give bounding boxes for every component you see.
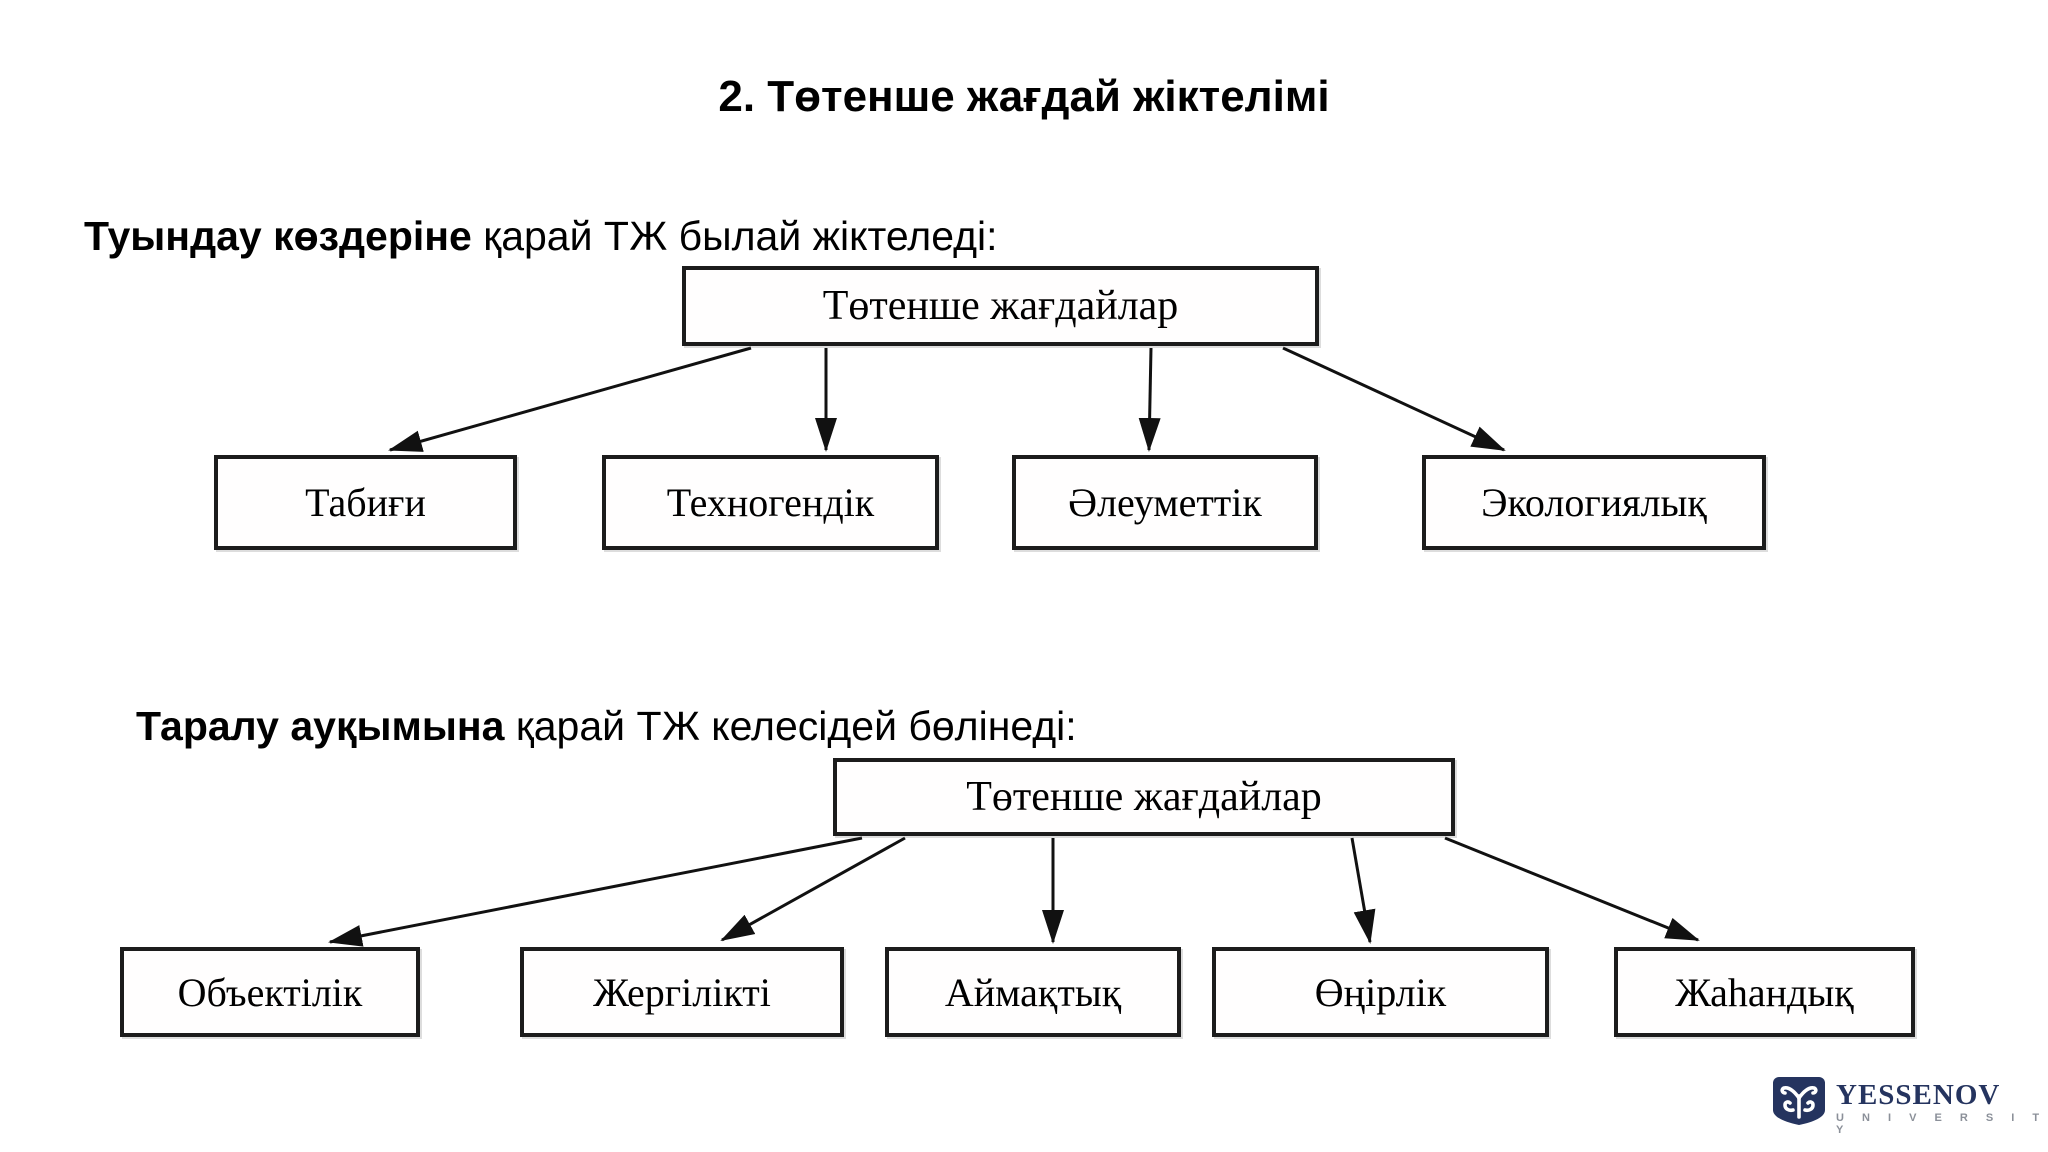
section1-lead: Туындау көздеріне қарай ТЖ былай жіктеле… (84, 213, 998, 260)
diagram2-child-box-obektilik: Объектілік (120, 947, 420, 1037)
arrow-connector-d1-ekologiyalyk (1282, 346, 1506, 452)
arrow-connector-d2-zhahandyk (1444, 836, 1700, 942)
arrow-connector-d2-ongirlik (1350, 837, 1376, 944)
university-logo-text: YESSENOV U N I V E R S I T Y (1836, 1080, 2048, 1136)
arrow-connector-d1-aleumettik (1138, 347, 1161, 452)
page-title: 2. Төтенше жағдай жіктелімі (718, 72, 1330, 121)
diagram2-child-box-zhergilikti: Жергілікті (520, 947, 844, 1037)
diagram1-child-box-ekologiyalyk: Экологиялық (1422, 455, 1766, 550)
university-logo: YESSENOV U N I V E R S I T Y (1772, 1076, 2048, 1136)
university-shield-icon (1772, 1076, 1826, 1131)
university-subtitle: U N I V E R S I T Y (1836, 1112, 2047, 1136)
arrow-connector-d2-obektilik (328, 836, 863, 947)
section1-lead-rest: қарай ТЖ былай жіктеледі: (471, 213, 998, 259)
arrow-connector-d1-tabighi (388, 346, 752, 452)
section2-lead-rest: қарай ТЖ келесідей бөлінеді: (504, 703, 1077, 749)
section2-lead: Таралу ауқымына қарай ТЖ келесідей бөлін… (136, 703, 1077, 750)
diagram1-root-box: Төтенше жағдайлар (682, 266, 1319, 346)
section2-lead-bold: Таралу ауқымына (136, 703, 505, 749)
arrow-connector-d2-zhergilikti (720, 836, 906, 942)
diagram1-child-box-aleumettik: Әлеуметтік (1012, 455, 1318, 550)
diagram2-root-box: Төтенше жағдайлар (833, 758, 1455, 836)
diagram2-child-box-ongirlik: Өңірлік (1212, 947, 1549, 1037)
diagram1-child-box-tabighi: Табиғи (214, 455, 517, 550)
diagram1-child-box-tehnogendik: Техногендік (602, 455, 939, 550)
university-name: YESSENOV (1836, 1079, 2001, 1111)
section1-lead-bold: Туындау көздеріне (84, 213, 472, 259)
diagram2-child-box-aymaktyk: Аймақтық (885, 947, 1181, 1037)
diagram2-child-box-zhahandyk: Жаһандық (1614, 947, 1915, 1037)
